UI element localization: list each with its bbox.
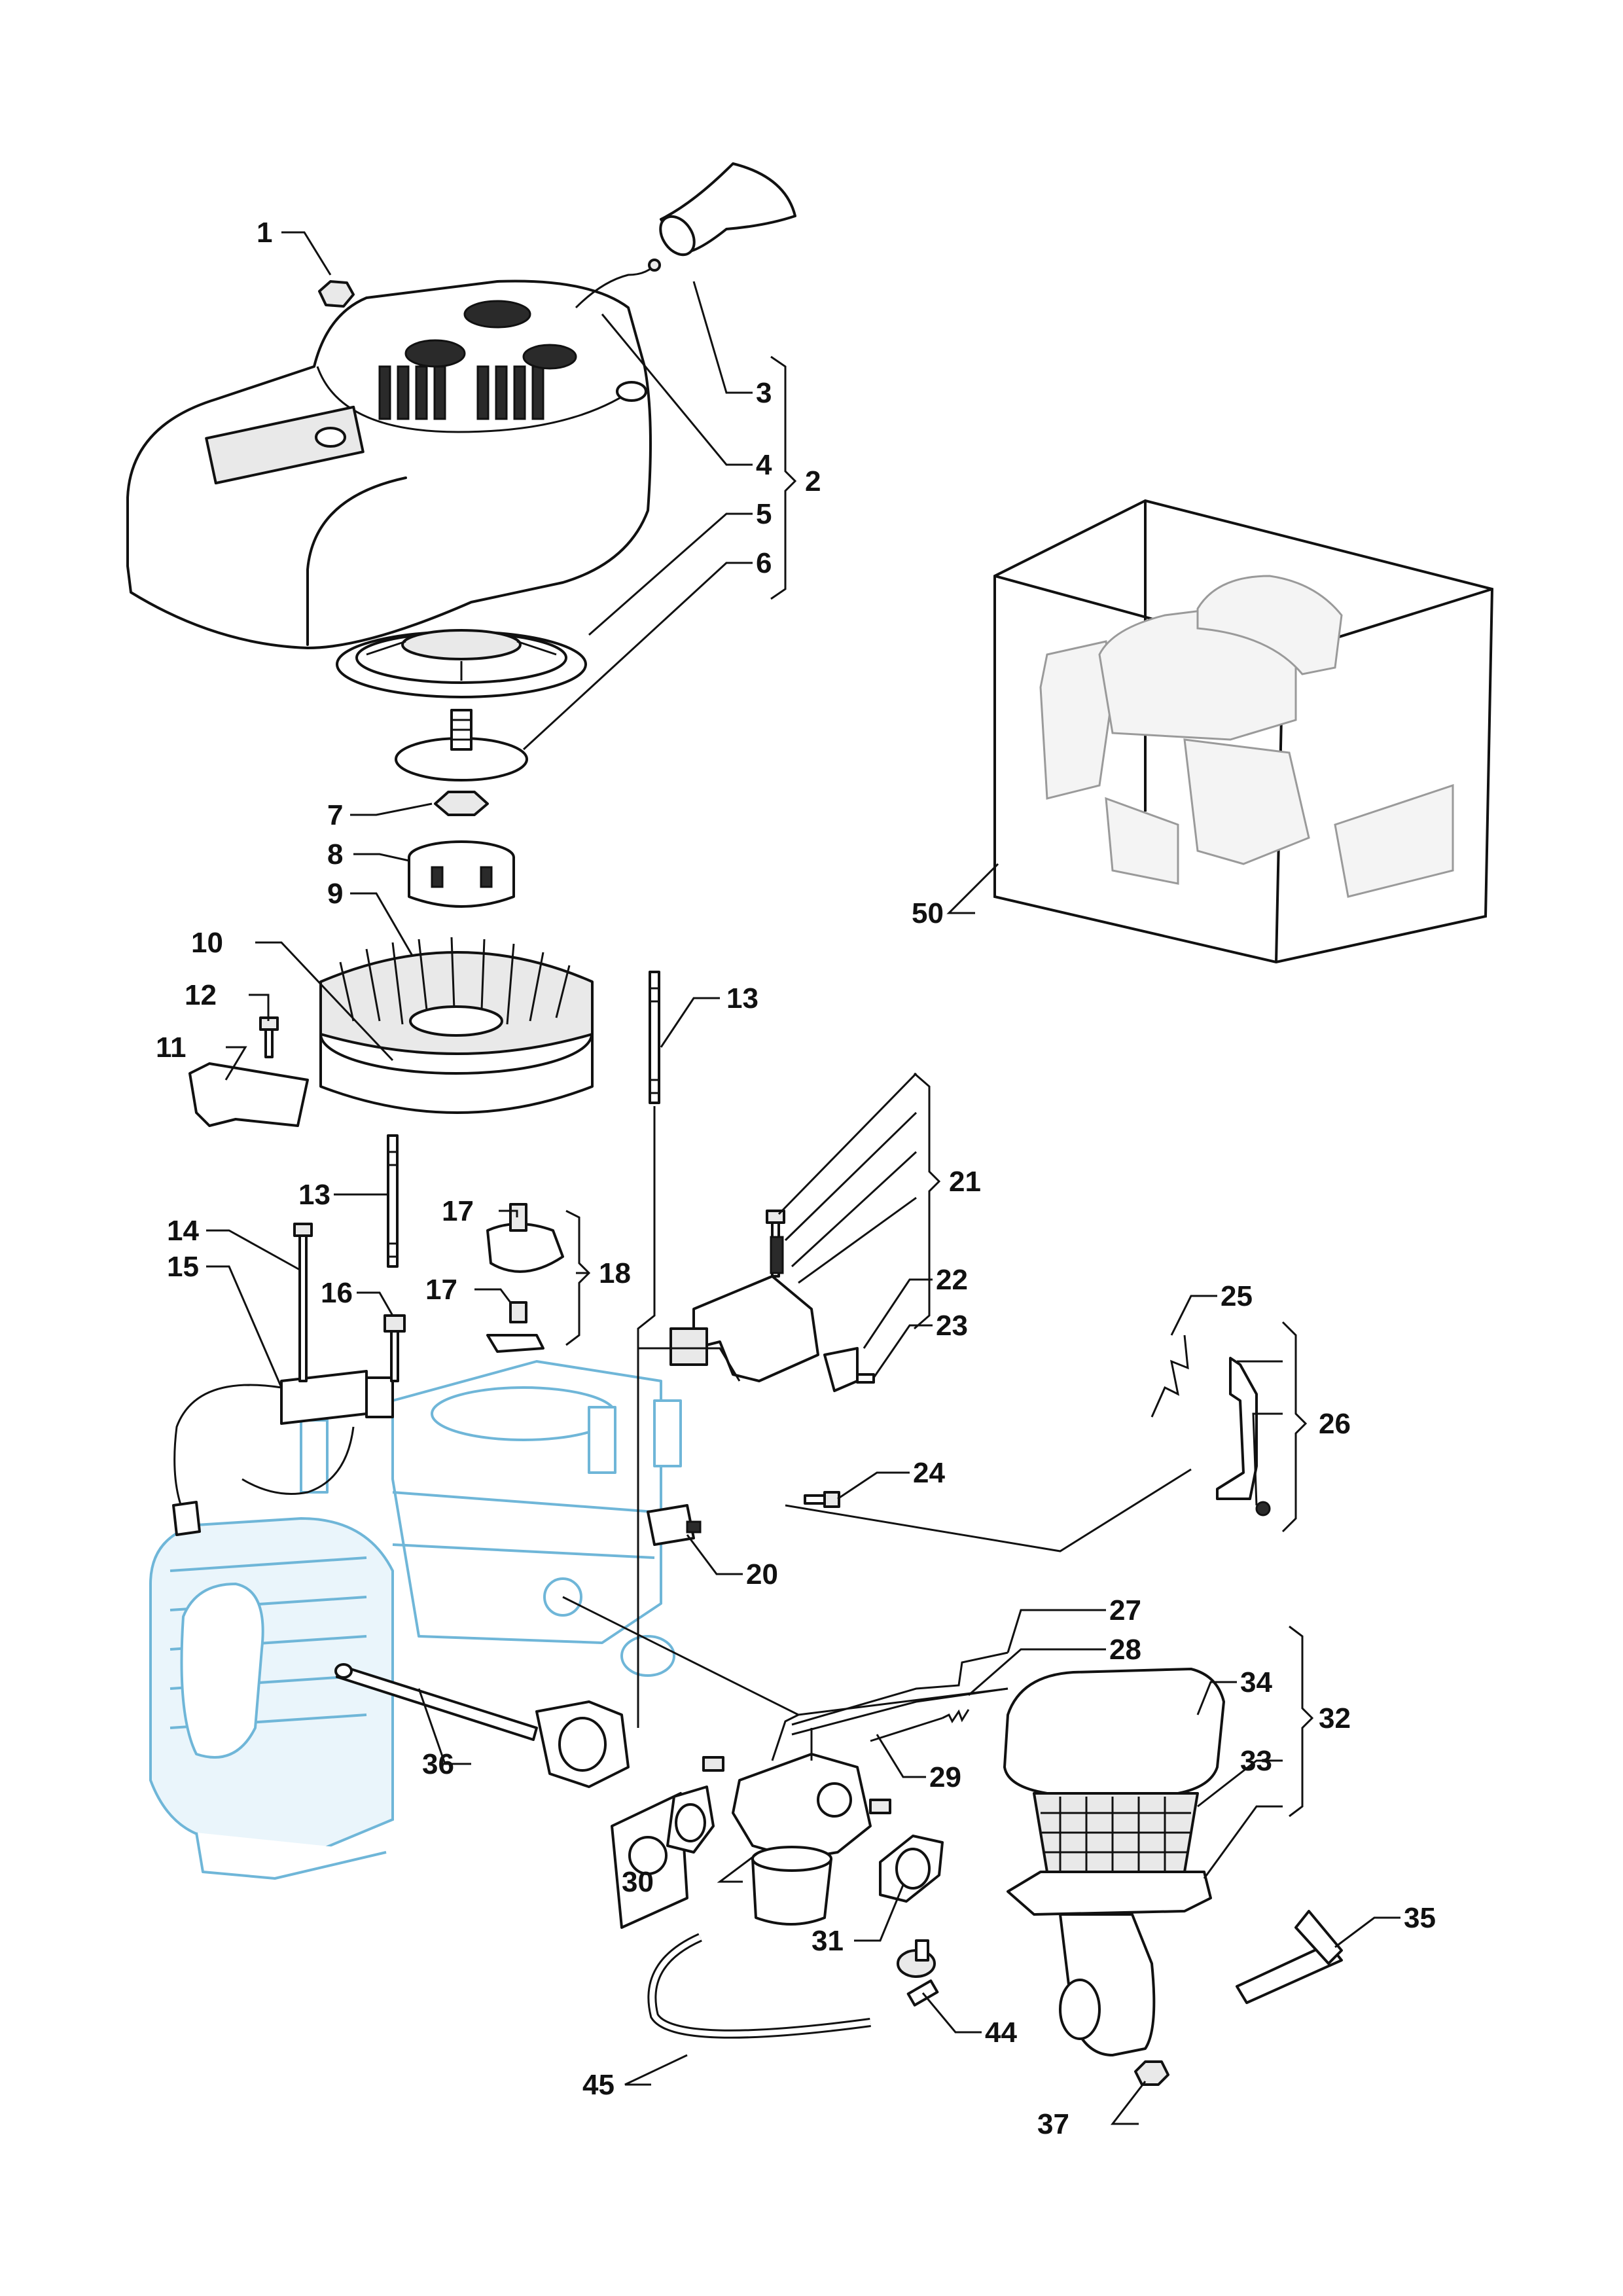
callout-5: 5 — [756, 498, 772, 530]
callout-14: 14 — [167, 1215, 199, 1247]
starter-rope — [575, 259, 661, 309]
callout-13a: 13 — [726, 982, 758, 1014]
callout-17b: 17 — [425, 1274, 457, 1306]
callout-29: 29 — [929, 1761, 961, 1793]
flywheel-nut — [434, 791, 489, 816]
bracket-18 — [565, 1210, 591, 1346]
callout-2: 2 — [805, 465, 821, 497]
governor-assembly — [669, 1210, 819, 1382]
starter-housing — [126, 279, 652, 649]
governor-lever — [1216, 1357, 1271, 1516]
breather-hose — [1236, 1910, 1343, 2004]
callout-32: 32 — [1319, 1702, 1351, 1734]
starter-pulley — [336, 629, 587, 698]
long-stud — [334, 1663, 538, 1741]
filter-nut — [1134, 2060, 1169, 2086]
callout-7: 7 — [327, 799, 343, 831]
starter-cup — [395, 709, 528, 781]
bracket-21 — [914, 1072, 941, 1330]
starter-handle — [659, 162, 796, 257]
air-filter-cover — [1003, 1668, 1225, 1795]
bracket-2 — [770, 355, 797, 600]
leader-lines — [206, 231, 1400, 2125]
callout-12: 12 — [185, 979, 217, 1011]
engine-assembly-box — [993, 499, 1494, 964]
air-filter-base — [1007, 1871, 1212, 2056]
flywheel — [319, 937, 594, 1114]
callout-21: 21 — [949, 1166, 981, 1198]
coil-screw-long — [293, 1223, 313, 1382]
brake-plate — [486, 1203, 564, 1353]
callout-8: 8 — [327, 838, 343, 870]
switch-block — [647, 1504, 702, 1546]
governor-screw — [804, 1491, 840, 1508]
fuel-hose — [647, 1933, 871, 2039]
shroud-plate — [188, 1062, 309, 1127]
starter-ratchet — [408, 840, 515, 908]
callout-17a: 17 — [442, 1195, 474, 1227]
callout-10: 10 — [191, 927, 223, 959]
governor-spring — [1150, 1335, 1189, 1418]
fuel-valve — [897, 1939, 939, 2007]
callout-16: 16 — [321, 1277, 353, 1309]
gasket-insulator — [535, 1700, 724, 1929]
callout-31: 31 — [812, 1925, 844, 1957]
governor-bracket — [823, 1347, 875, 1392]
callout-15: 15 — [167, 1251, 199, 1283]
engine-block — [149, 1360, 682, 1880]
callout-1: 1 — [257, 217, 272, 249]
air-filter-element — [1033, 1792, 1199, 1873]
callout-24: 24 — [913, 1457, 945, 1489]
carb-gasket — [879, 1835, 944, 1903]
callout-33: 33 — [1240, 1745, 1272, 1777]
callout-27: 27 — [1109, 1594, 1141, 1626]
callout-13b: 13 — [298, 1179, 330, 1211]
callout-35: 35 — [1404, 1902, 1436, 1934]
callout-labels: 1 2 3 4 5 6 7 8 9 10 11 12 13 13 14 15 1… — [156, 217, 1436, 2140]
callout-30: 30 — [622, 1866, 654, 1898]
callout-11: 11 — [156, 1031, 187, 1064]
starter-nut — [318, 280, 355, 308]
callout-25: 25 — [1221, 1280, 1253, 1312]
callout-6: 6 — [756, 547, 772, 579]
callout-50: 50 — [912, 897, 944, 929]
callout-36: 36 — [422, 1748, 454, 1780]
callout-34: 34 — [1240, 1666, 1272, 1698]
callout-26: 26 — [1319, 1408, 1351, 1440]
ignition-coil — [172, 1370, 394, 1536]
callout-9: 9 — [327, 878, 343, 910]
callout-20: 20 — [746, 1558, 778, 1590]
callout-28: 28 — [1109, 1634, 1141, 1666]
throttle-linkage — [791, 1651, 1008, 1742]
bracket-26 — [1281, 1321, 1308, 1533]
callout-3: 3 — [756, 377, 772, 409]
starter-vents — [378, 300, 577, 420]
stud-13b — [387, 1134, 399, 1268]
coil-screw-short — [383, 1314, 406, 1382]
callout-44: 44 — [985, 2017, 1017, 2049]
callout-37: 37 — [1037, 2108, 1069, 2140]
stud-13a — [649, 971, 660, 1104]
shroud-screw — [259, 1016, 279, 1058]
carburettor — [732, 1713, 891, 1926]
callout-23: 23 — [936, 1310, 968, 1342]
callout-4: 4 — [756, 449, 772, 481]
callout-22: 22 — [936, 1264, 968, 1296]
callout-45: 45 — [582, 2069, 615, 2101]
bracket-32 — [1289, 1625, 1314, 1818]
callout-18: 18 — [599, 1257, 631, 1289]
